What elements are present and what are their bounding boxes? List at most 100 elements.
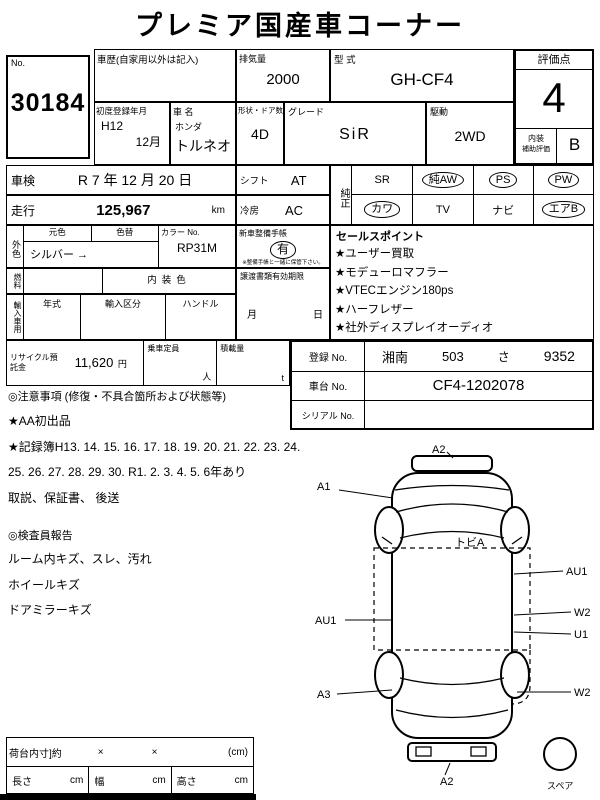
chassis-row: 車台 No. CF4-1202078 [292, 370, 592, 400]
drive-label: 駆動 [430, 107, 449, 117]
service-book-cell: 新車整備手帳 有 ※整備手帳と一緒に保管下さい。 [236, 225, 330, 268]
transfer-cell: 譲渡書類有効期限 月 日 [236, 268, 330, 340]
cargo-length-label: 長さ [12, 777, 32, 788]
factory-equipment-grid: SR 純AW PS PW カワ TV ナビ エアB [352, 166, 593, 224]
serial-label: シリアル No. [292, 401, 365, 430]
transfer-label: 譲渡書類有効期限 [240, 272, 304, 281]
drive-cell: 駆動 2WD [426, 102, 514, 165]
body-doors-value: 4D [251, 126, 269, 142]
grade-cell: グレード SiR [284, 102, 426, 165]
recycle-amount: 11,620 [74, 355, 114, 370]
capacity-unit: 人 [202, 372, 212, 382]
diagram-label-cabin: トビA [455, 536, 485, 549]
spare-tire-circle [543, 737, 577, 771]
fuel-label: 燃料 [7, 269, 24, 293]
fuel-row: 燃料 内装色 [6, 268, 236, 294]
transfer-day-label: 日 [313, 310, 323, 321]
service-book-label: 新車整備手帳 [239, 229, 287, 238]
transfer-date-row: 月 日 [247, 306, 323, 321]
cargo-width-unit: cm [152, 775, 166, 786]
ac-value: AC [284, 202, 304, 218]
load-unit: t [281, 373, 284, 383]
vehicle-history-cell: 車歴(自家用以外は記入) [94, 49, 236, 102]
interior-color-label: 内装色 [147, 275, 191, 286]
plate-row: 登録 No. 湘南 503 さ 9352 [292, 342, 592, 371]
fuel-value-cell [24, 269, 103, 293]
cargo-height-cell: 高さ cm [170, 767, 253, 794]
equipment-leather: カワ [352, 195, 412, 224]
service-book-value-wrap: 有 [237, 240, 329, 259]
displacement-label: 排気量 [239, 54, 267, 64]
chassis-value: CF4-1202078 [432, 377, 525, 395]
serial-value [365, 401, 592, 430]
rear-bumper [407, 742, 497, 762]
shift-label: シフト [240, 176, 269, 187]
bottom-black-bar [0, 794, 256, 800]
lot-number-box: No. 30184 [6, 55, 90, 159]
import-class-label: 輸入区分 [104, 299, 141, 309]
sales-point-item: ★ユーザー買取 [335, 248, 415, 260]
plate-number: 9352 [543, 348, 575, 365]
color-change-label: 色替 [116, 227, 134, 237]
note-line: ★AA初出品 [8, 414, 71, 428]
sales-points-header: セールスポイント [336, 231, 424, 243]
grade-value: SiR [339, 126, 371, 143]
cargo-length-cell: 長さ cm [7, 767, 88, 794]
grade-label: グレード [288, 107, 325, 117]
cargo-height-label: 高さ [176, 777, 197, 788]
inspector-line: ドアミラーキズ [8, 603, 92, 617]
cargo-unit: (cm) [228, 746, 248, 758]
cargo-values-row: 長さ cm 幅 cm 高さ cm [7, 767, 253, 794]
note-line: 取説、保証書、 後送 [8, 490, 120, 505]
inspection-label: 車検 [11, 173, 36, 188]
equipment-sr: SR [352, 166, 413, 195]
diagram-label-right-upper: AU1 [566, 566, 587, 578]
shift-value: AT [290, 172, 307, 188]
recycle-unit: 円 [117, 359, 127, 369]
diagram-label-right-w2: W2 [574, 607, 591, 619]
import-handle-cell: ハンドル [166, 295, 235, 339]
cargo-header-row: 荷台内寸]約 × × (cm) [7, 738, 253, 767]
front-bumper [411, 455, 493, 472]
import-handle-label: ハンドル [182, 299, 219, 309]
color-base-area: 元色 色替 シルバー → [24, 226, 158, 267]
body-detail-lines [381, 484, 523, 719]
mileage-row: 走行 125,967 km [6, 195, 236, 225]
diagram-label-front-left: A1 [317, 481, 330, 493]
first-registration-year: H12 [101, 119, 124, 133]
cargo-dimensions-box: 荷台内寸]約 × × (cm) 長さ cm 幅 cm 高さ cm [6, 737, 254, 794]
first-registration-month: 12月 [135, 135, 161, 149]
sales-point-item: ★VTECエンジン180ps [335, 285, 454, 297]
sales-point-item: ★モデューロマフラー [335, 266, 449, 279]
inspection-row: 車検 R 7 年 12 月 20 日 [6, 165, 236, 195]
vehicle-diagram: A2 A1 トビA AU1 AU1 W2 U1 A3 W2 A2 スペア [315, 444, 591, 791]
cargo-height-unit: cm [234, 775, 248, 786]
equipment-ps: PS [472, 166, 533, 195]
diagram-label-spare: スペア [547, 781, 573, 791]
inspector-line: ルーム内キズ、スレ、汚れ [8, 552, 152, 566]
cargo-x2: × [151, 746, 158, 758]
lot-number: 30184 [10, 89, 86, 117]
recycle-amount-wrap: 11,620 円 [58, 354, 143, 372]
model-code-cell: 型 式 GH-CF4 [330, 49, 514, 102]
load-label: 積載量 [220, 344, 245, 353]
import-year-cell: 年式 [24, 295, 81, 339]
color-no-cell: カラー No. RP31M [158, 226, 235, 267]
factory-equipment-block: 純正 SR 純AW PS PW カワ TV ナビ エアB [330, 165, 594, 225]
recycle-label: リサイクル預託金 [10, 352, 58, 372]
diagram-label-front: A2 [432, 444, 445, 456]
base-color-label: 元色 [24, 226, 92, 241]
diagram-label-right-rear: W2 [574, 687, 591, 699]
recycle-row: リサイクル預託金 11,620 円 乗車定員 人 積載量 t [6, 340, 290, 386]
mileage-value: 125,967 [96, 201, 151, 219]
interior-sub-label: 補助評価 [522, 146, 550, 153]
drive-value: 2WD [454, 128, 486, 144]
plate-value: 湘南 503 さ 9352 [365, 342, 592, 371]
body-doors-label: 形状・ドア数 [238, 106, 283, 115]
chassis-label: 車台 No. [292, 371, 365, 400]
mileage-unit: km [211, 204, 225, 216]
interior-grade-labels: 内装 補助評価 [516, 129, 557, 163]
inspection-value: R 7 年 12 月 20 日 [77, 172, 193, 188]
cabin-dashed-region [373, 547, 531, 705]
inspector-header: ◎検査員報告 [8, 530, 73, 542]
